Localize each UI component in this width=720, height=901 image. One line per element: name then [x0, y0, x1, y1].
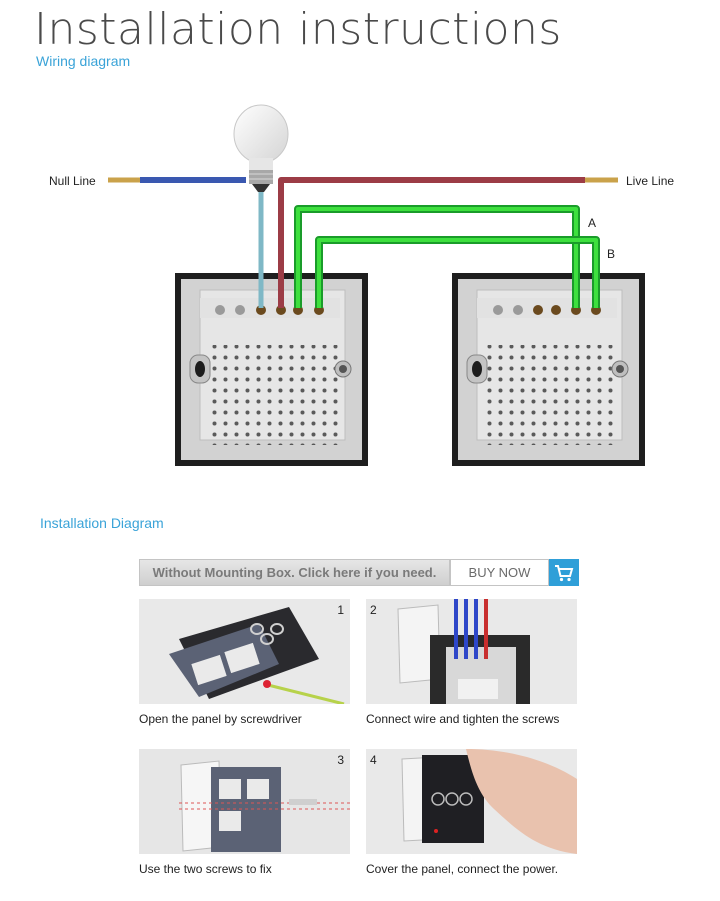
wiring-diagram: Null Line Live Line A B: [49, 104, 674, 466]
mounting-box-banner[interactable]: Without Mounting Box. Click here if you …: [139, 559, 579, 586]
switch-right: [452, 273, 645, 466]
wiring-diagram-subtitle: Wiring diagram: [36, 53, 131, 69]
wire-a-label: A: [588, 216, 596, 230]
live-line-label: Live Line: [626, 174, 674, 188]
mounting-box-link[interactable]: Without Mounting Box. Click here if you …: [139, 559, 450, 586]
wire-b-label: B: [607, 247, 615, 261]
step-4-number: 4: [370, 753, 377, 767]
wires: [108, 177, 618, 308]
step-3-image: 3: [139, 749, 350, 854]
cart-button[interactable]: [549, 559, 579, 586]
step-2-caption: Connect wire and tighten the screws: [366, 712, 560, 726]
null-line-label: Null Line: [49, 174, 96, 188]
step-3-caption: Use the two screws to fix: [139, 862, 272, 876]
step-1-number: 1: [337, 603, 344, 617]
step-3-number: 3: [337, 753, 344, 767]
page-title: Installation instructions: [34, 4, 562, 55]
step-2-number: 2: [370, 603, 377, 617]
light-bulb-icon: [233, 104, 289, 192]
step-2-image: 2: [366, 599, 577, 704]
switch-left: [175, 273, 368, 466]
step-1-caption: Open the panel by screwdriver: [139, 712, 302, 726]
step-4-caption: Cover the panel, connect the power.: [366, 862, 559, 876]
installation-diagram-title: Installation Diagram: [40, 515, 164, 531]
step-4-image: 4: [366, 749, 577, 854]
step-1-image: 1: [139, 599, 350, 704]
cart-icon: [555, 565, 574, 582]
buy-now-button[interactable]: BUY NOW: [450, 559, 549, 586]
